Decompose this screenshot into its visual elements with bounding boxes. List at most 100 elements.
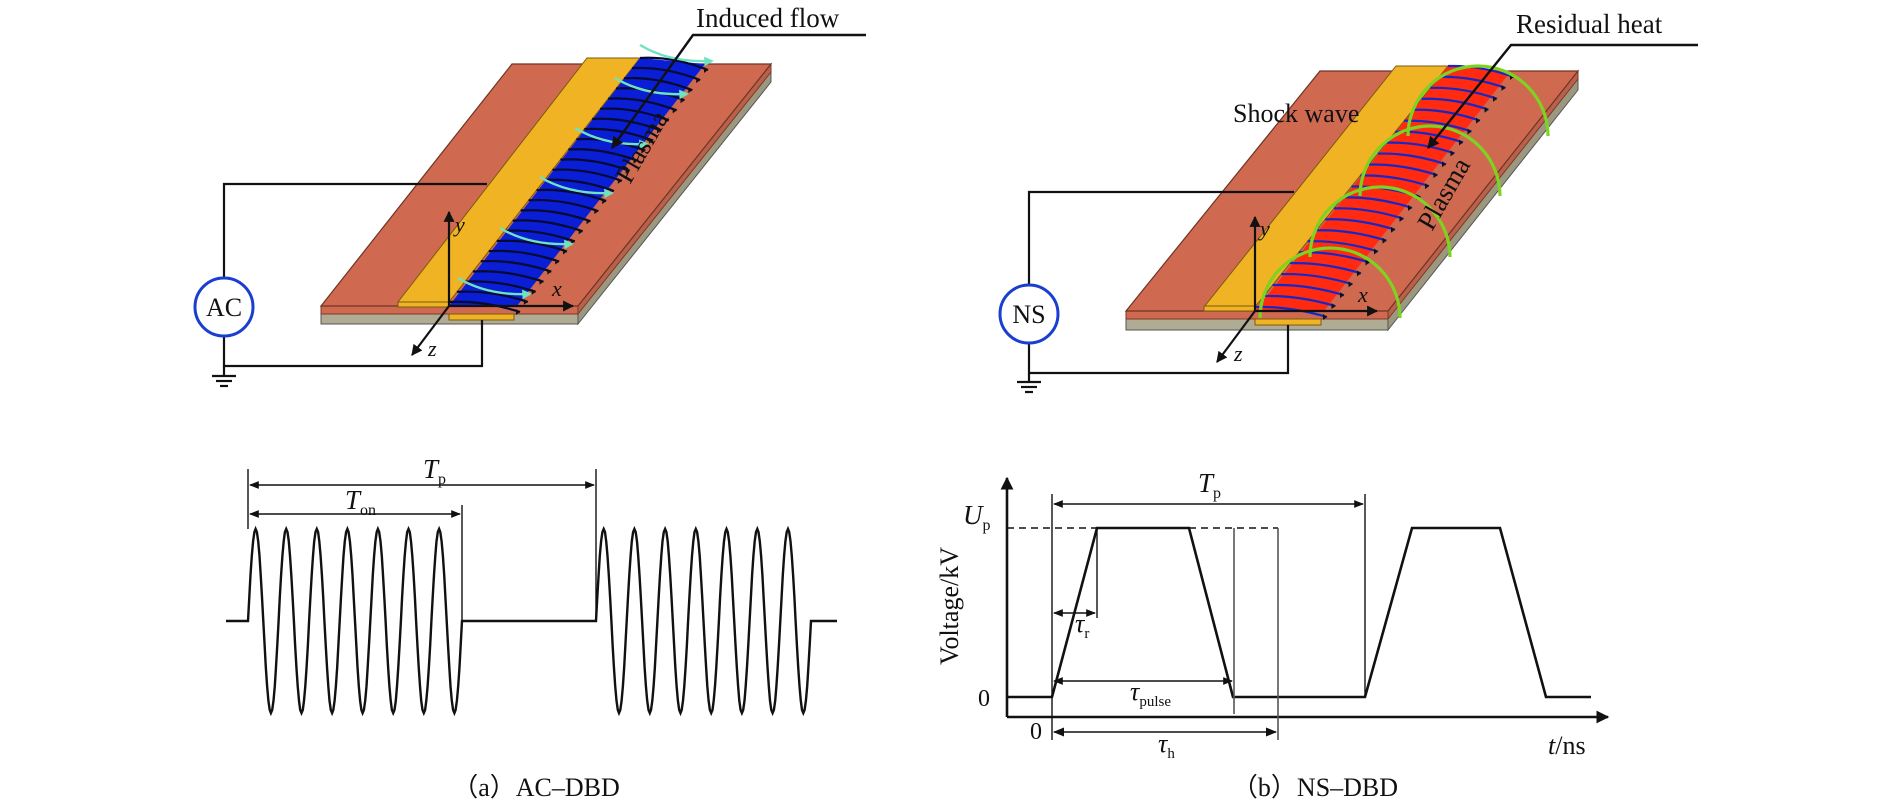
- plasma-filament: [1360, 174, 1430, 188]
- filament-tip: [1365, 259, 1370, 266]
- plasma-filament: [448, 300, 521, 314]
- filament-tip: [523, 298, 528, 305]
- axis-z-label-a: z: [427, 336, 437, 361]
- filament-tip: [1408, 204, 1412, 211]
- filament-tip: [672, 107, 677, 114]
- plasma-filament: [624, 76, 693, 92]
- plasma-filament: [472, 270, 544, 283]
- filament-tip: [578, 228, 583, 235]
- filament-tip: [641, 147, 646, 154]
- buried-electrode-b: [1254, 318, 1322, 326]
- filament-tip: [516, 309, 520, 315]
- plasma-filaments-ns: [1254, 64, 1515, 320]
- filament-tip: [1459, 139, 1463, 146]
- wire-top-b: [1027, 190, 1294, 285]
- plasma-filament: [600, 107, 670, 122]
- filament-tip: [1501, 84, 1506, 91]
- filament-tip: [1399, 215, 1404, 222]
- y-zero-tick: 0: [978, 686, 990, 712]
- filament-tip: [688, 87, 693, 94]
- plasma-filament: [1369, 163, 1438, 177]
- exposed-electrode-edge: [397, 301, 450, 308]
- plasma-filament: [488, 249, 560, 263]
- axis-z-b: [1216, 310, 1256, 363]
- induced-flow-arrow: [639, 43, 714, 67]
- induced-flow-arrow: [614, 76, 689, 100]
- tau-r-label: τr: [1075, 609, 1089, 642]
- plasma-filament: [592, 117, 662, 132]
- induced-flow-leader: [611, 33, 866, 149]
- ac-source-label: AC: [206, 293, 242, 322]
- filament-tip: [602, 198, 607, 205]
- tau-pulse-label: τpulse: [1130, 677, 1171, 710]
- filament-tip: [1425, 183, 1429, 190]
- plasma-filament: [520, 209, 591, 223]
- filament-tip: [1467, 128, 1472, 135]
- filament-tip: [1484, 106, 1489, 113]
- axis-y-label-a: y: [453, 212, 465, 237]
- plasma-filament: [1307, 240, 1379, 253]
- exposed-electrode-edge-b: [1203, 305, 1256, 312]
- filament-tip: [531, 288, 536, 295]
- plasma-filament: [1430, 86, 1498, 100]
- filament-tip: [633, 157, 638, 164]
- induced-flow-label: Induced flow: [696, 3, 840, 33]
- filament-tip: [586, 218, 591, 225]
- shock-wave-arc: [1358, 124, 1502, 197]
- filament-tip: [1391, 226, 1395, 233]
- filament-tip: [704, 67, 708, 73]
- filament-tip: [1348, 281, 1353, 288]
- filament-tip: [625, 167, 630, 174]
- caption-a: （a）AC–DBD: [452, 773, 620, 802]
- filament-tip: [1442, 161, 1446, 168]
- panel-a-actuator: Plasma y x z AC Induced flow: [193, 3, 866, 388]
- filament-tip: [657, 127, 661, 134]
- plasma-filament: [1447, 64, 1515, 79]
- plasma-filament: [1325, 218, 1396, 231]
- filament-tip: [563, 248, 567, 255]
- filament-tip: [539, 278, 544, 285]
- plasma-filament: [1386, 141, 1455, 155]
- residual-heat-label: Residual heat: [1516, 9, 1663, 39]
- filament-tip: [1331, 303, 1336, 310]
- tp-label-a: Tp: [423, 454, 446, 488]
- filament-tip: [555, 258, 560, 265]
- filament-tip: [649, 137, 654, 144]
- plasma-filaments-ac: [448, 56, 709, 315]
- tp-label-b: Tp: [1198, 468, 1221, 502]
- ns-source-icon: [998, 283, 1060, 345]
- plasma-filament: [504, 229, 576, 243]
- plasma-filament: [1377, 152, 1447, 166]
- dielectric-front-b: [1125, 310, 1389, 320]
- wire-bottom-b: [1027, 325, 1290, 375]
- plasma-filament: [608, 97, 678, 112]
- induced-flow-arrow: [574, 126, 649, 150]
- wire-top-a: [222, 182, 487, 278]
- ground-icon: [212, 366, 236, 388]
- plasma-filament: [1333, 207, 1404, 220]
- filament-tip: [664, 117, 669, 124]
- tau-h-label: τh: [1158, 729, 1175, 762]
- voltage-axis-label: Voltage/kV: [935, 547, 964, 665]
- induced-flow-arrow: [499, 226, 574, 250]
- plasma-filament: [456, 290, 529, 303]
- caption-b: （b）NS–DBD: [1232, 773, 1398, 802]
- ground-icon-b: [1017, 373, 1041, 394]
- panel-b-waveform: Tp Up 0 0 τr τpulse τh t/ns Voltage/kV （…: [935, 468, 1610, 802]
- filament-tip: [696, 77, 701, 84]
- panel-a-waveform: Tp Ton （a）AC–DBD: [226, 454, 837, 802]
- ac-burst-waveform: [226, 525, 837, 717]
- filament-tip: [1340, 292, 1344, 299]
- axis-y-label-b: y: [1258, 216, 1270, 241]
- ton-label-a: Ton: [345, 485, 376, 519]
- plasma-filament: [1272, 283, 1345, 297]
- shock-wave-arc: [1308, 185, 1452, 258]
- filament-tip: [1382, 237, 1387, 244]
- axis-x-label-a: x: [551, 276, 562, 301]
- plasma-filament: [1439, 75, 1506, 89]
- plasma-filament: [528, 198, 599, 213]
- axis-x-label-b: x: [1357, 282, 1368, 307]
- plasma-filament: [1421, 97, 1489, 111]
- filament-tip: [1433, 172, 1438, 179]
